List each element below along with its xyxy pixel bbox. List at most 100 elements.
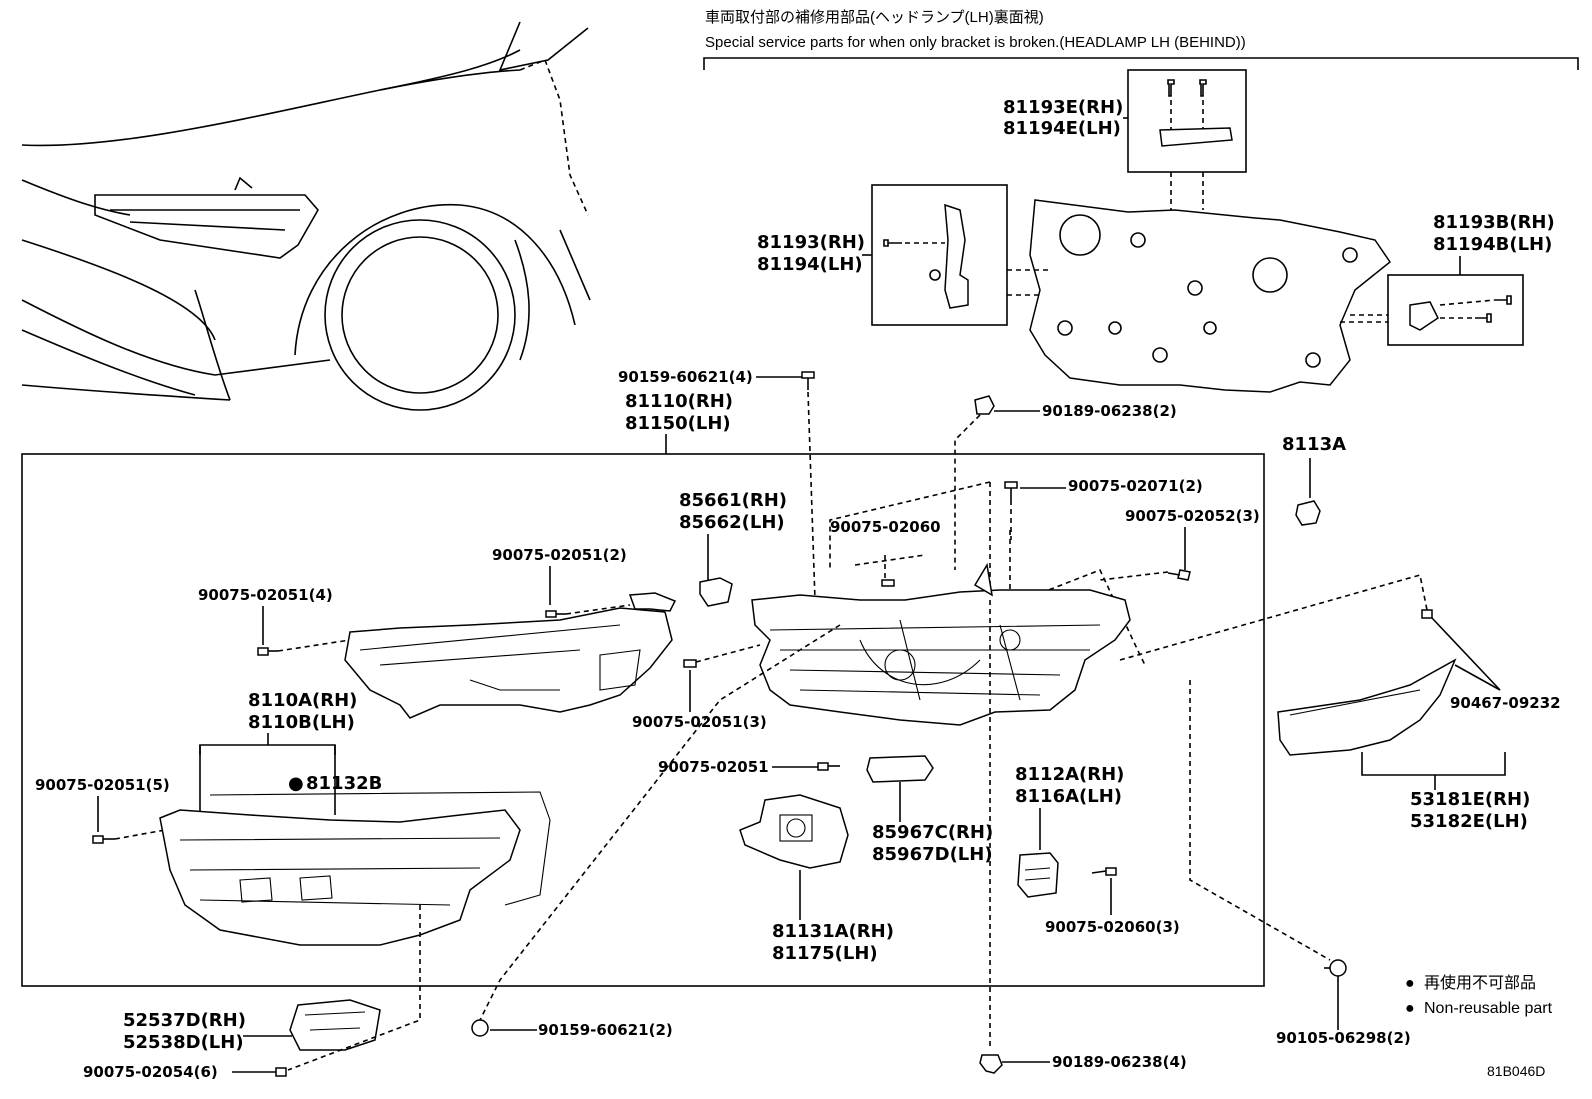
leader-dash-90159-4 bbox=[807, 391, 816, 601]
label-81194b: 81194B(LH) bbox=[1433, 234, 1552, 255]
clip-90105 bbox=[1324, 959, 1347, 977]
label-81110: 81110(RH) bbox=[625, 391, 733, 412]
label-85662: 85662(LH) bbox=[679, 512, 785, 533]
part-ecu-85967 bbox=[866, 755, 934, 783]
leader-dash-90159-2 bbox=[479, 624, 841, 1021]
label-90075-02051-2: 90075-02051(2) bbox=[492, 546, 627, 564]
leader-dash-02051-2 bbox=[565, 604, 631, 615]
header-bracket-line bbox=[703, 57, 1579, 70]
bolt-90075-02054 bbox=[275, 1067, 287, 1077]
label-90189-06238-2: 90189-06238(2) bbox=[1042, 402, 1177, 420]
bolt-90075-02060 bbox=[881, 579, 895, 587]
bolt-90075-02051-5 bbox=[92, 835, 115, 844]
label-81193e: 81193E(RH) bbox=[1003, 97, 1123, 118]
label-90075-02051-3: 90075-02051(3) bbox=[632, 713, 767, 731]
label-90075-02054-6: 90075-02054(6) bbox=[83, 1063, 218, 1081]
part-fog-projector bbox=[739, 794, 849, 869]
label-8112a: 8112A(RH) bbox=[1015, 764, 1124, 785]
leader-dash-81193 bbox=[1007, 269, 1050, 296]
label-90075-02060: 90075-02060 bbox=[830, 518, 941, 536]
label-81193: 81193(RH) bbox=[757, 232, 865, 253]
bracket-b-part bbox=[1409, 295, 1512, 331]
label-90075-02051-4: 90075-02051(4) bbox=[198, 586, 333, 604]
bolt-90075-02051-2 bbox=[545, 610, 566, 618]
label-85967c: 85967C(RH) bbox=[872, 822, 993, 843]
header-jp-title: 車両取付部の補修用部品(ヘッドランプ(LH)裏面視) bbox=[705, 8, 1044, 26]
bolt-90075-02051-4 bbox=[257, 647, 278, 656]
leader-dash-02051-5 bbox=[114, 829, 166, 840]
leader-dash-02052-b bbox=[1009, 530, 1146, 666]
legend-bullet-jp: ● bbox=[1405, 975, 1415, 992]
bracket-part bbox=[883, 203, 969, 309]
bracket-detail-box bbox=[871, 184, 1008, 326]
label-8116a: 8116A(LH) bbox=[1015, 786, 1122, 807]
leader-dash-02051-4 bbox=[277, 639, 351, 652]
label-81132b-bullet: ● bbox=[288, 773, 304, 794]
bolt-90075-02051 bbox=[817, 762, 840, 771]
legend-jp: 再使用不可部品 bbox=[1424, 974, 1536, 992]
clip-90189-bottom bbox=[979, 1054, 1003, 1074]
label-90075-02051: 90075-02051 bbox=[658, 758, 769, 776]
leader-dash-02051-3 bbox=[695, 644, 761, 663]
leader-dash-02052 bbox=[1099, 571, 1169, 581]
label-8113a: 8113A bbox=[1282, 434, 1346, 455]
legend-bullet-en: ● bbox=[1405, 1000, 1415, 1017]
vehicle-front-illustration bbox=[21, 21, 591, 411]
label-8110b: 8110B(LH) bbox=[248, 712, 355, 733]
part-light-guide bbox=[344, 607, 673, 719]
legend-en: Non-reusable part bbox=[1424, 1000, 1553, 1017]
bolt-90075-02052 bbox=[1167, 569, 1191, 581]
label-81132b: 81132B bbox=[306, 773, 382, 794]
leader-dash-02054 bbox=[287, 905, 421, 1071]
label-90467-09232: 90467-09232 bbox=[1450, 694, 1561, 712]
label-90105-06298-2: 90105-06298(2) bbox=[1276, 1029, 1411, 1047]
leader-90467-a bbox=[1431, 617, 1501, 691]
bolt-90075-02071 bbox=[1004, 481, 1018, 500]
leader-dash-b bbox=[1340, 314, 1388, 323]
clip-90159-bottom bbox=[471, 1019, 489, 1037]
label-90159-60621-4: 90159-60621(4) bbox=[618, 368, 753, 386]
label-90075-02051-5: 90075-02051(5) bbox=[35, 776, 170, 794]
label-53182e: 53182E(LH) bbox=[1410, 811, 1528, 832]
leader-dash-02071 bbox=[989, 482, 1012, 600]
bolt-90075-02060-3 bbox=[1091, 867, 1117, 876]
leader-dash-02060 bbox=[854, 554, 926, 585]
bolt-90159-top bbox=[801, 371, 815, 390]
label-81193b: 81193B(RH) bbox=[1433, 212, 1555, 233]
part-bracket-52537d bbox=[289, 999, 381, 1051]
leader-dash-02071-b bbox=[829, 481, 991, 570]
part-small-bracket bbox=[628, 592, 677, 612]
leader-dash-90105 bbox=[1189, 680, 1331, 961]
label-81194e: 81194E(LH) bbox=[1003, 118, 1121, 139]
label-52538d: 52538D(LH) bbox=[123, 1032, 244, 1053]
label-53181e: 53181E(RH) bbox=[1410, 789, 1530, 810]
label-90075-02060-3: 90075-02060(3) bbox=[1045, 918, 1180, 936]
leader-dash-90467 bbox=[1119, 573, 1428, 661]
bracket-53181e bbox=[1361, 752, 1506, 776]
label-81175: 81175(LH) bbox=[772, 943, 878, 964]
bolt-90467 bbox=[1421, 609, 1433, 619]
headlamp-housing bbox=[751, 562, 1131, 726]
bracket-e-detail-box bbox=[1127, 69, 1247, 173]
label-90075-02052-3: 90075-02052(3) bbox=[1125, 507, 1260, 525]
bracket-8110 bbox=[199, 744, 336, 755]
bracket-b-detail-box bbox=[1387, 274, 1524, 346]
leader-dash-90189-2 bbox=[954, 414, 981, 570]
label-90075-02071-2: 90075-02071(2) bbox=[1068, 477, 1203, 495]
label-81194: 81194(LH) bbox=[757, 254, 863, 275]
leader-90467-b bbox=[1454, 664, 1501, 691]
label-81150: 81150(LH) bbox=[625, 413, 731, 434]
part-85661 bbox=[699, 577, 733, 607]
part-actuator-8112a bbox=[1017, 852, 1059, 898]
part-lens-assembly bbox=[159, 791, 551, 946]
part-8113a bbox=[1295, 500, 1321, 526]
label-85967d: 85967D(LH) bbox=[872, 844, 993, 865]
leader-8110-drop bbox=[199, 745, 336, 820]
label-90189-06238-4: 90189-06238(4) bbox=[1052, 1053, 1187, 1071]
label-85661: 85661(RH) bbox=[679, 490, 787, 511]
bracket-e-part bbox=[1159, 79, 1233, 147]
part-cover-53181e bbox=[1277, 658, 1457, 756]
bolt-90075-02051-3 bbox=[683, 659, 697, 668]
